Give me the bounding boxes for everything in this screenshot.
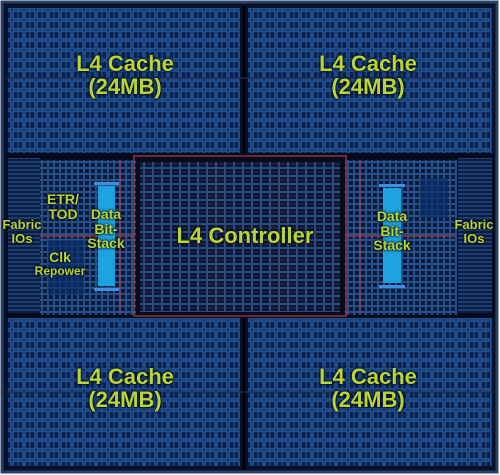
cache-name: L4 Cache — [76, 51, 174, 76]
cache-size: (24MB) — [88, 74, 162, 100]
etr-line2: TOD — [48, 205, 78, 222]
cache-size: (24MB) — [331, 74, 405, 100]
cache-name: L4 Cache — [319, 364, 417, 389]
fabric-line1: Fabric — [2, 217, 42, 232]
bitstack-line1: Data — [90, 206, 122, 222]
fabric-line2: IOs — [463, 230, 485, 246]
fabric-io-right-region — [458, 158, 492, 313]
data-bit-stack-right-label: Data Bit- Stack — [365, 209, 419, 253]
etr-tod-label: ETR/ TOD — [40, 192, 86, 221]
fabric-line1: Fabric — [454, 217, 494, 232]
cache-size: (24MB) — [331, 387, 405, 413]
cache-name: L4 Cache — [76, 364, 174, 389]
data-bit-stack-left-label: Data Bit- Stack — [80, 207, 132, 251]
clk-line2: Repower — [34, 263, 86, 278]
cache-bottom-left-label: L4 Cache (24MB) — [55, 365, 195, 411]
cache-top-left-label: L4 Cache (24MB) — [55, 52, 195, 98]
fabric-io-left-label: Fabric IOs — [2, 218, 42, 245]
fabric-line2: IOs — [11, 230, 33, 246]
bitstack-line3: Stack — [373, 237, 411, 254]
l4-controller-region — [140, 162, 340, 312]
bitstack-line2: Bit- — [94, 220, 118, 237]
bitstack-line1: Data — [376, 208, 408, 224]
cache-name: L4 Cache — [319, 51, 417, 76]
data-bit-stack-left-bar — [98, 186, 115, 286]
l4-controller-label: L4 Controller — [176, 223, 314, 248]
cache-size: (24MB) — [88, 387, 162, 413]
bitstack-line2: Bit- — [380, 222, 404, 239]
etr-line1: ETR/ — [47, 191, 79, 207]
clk-repower-label: Clk Repower — [30, 250, 90, 277]
cache-top-left-region — [8, 8, 240, 153]
cache-bottom-right-label: L4 Cache (24MB) — [298, 365, 438, 411]
fabric-io-right-label: Fabric IOs — [452, 218, 496, 245]
data-bit-stack-right-bar — [383, 188, 401, 283]
bitstack-line3: Stack — [87, 235, 125, 252]
cache-top-right-label: L4 Cache (24MB) — [298, 52, 438, 98]
fabric-io-left-region — [8, 158, 40, 313]
cache-top-right-region — [248, 8, 492, 153]
clk-line1: Clk — [49, 249, 71, 265]
